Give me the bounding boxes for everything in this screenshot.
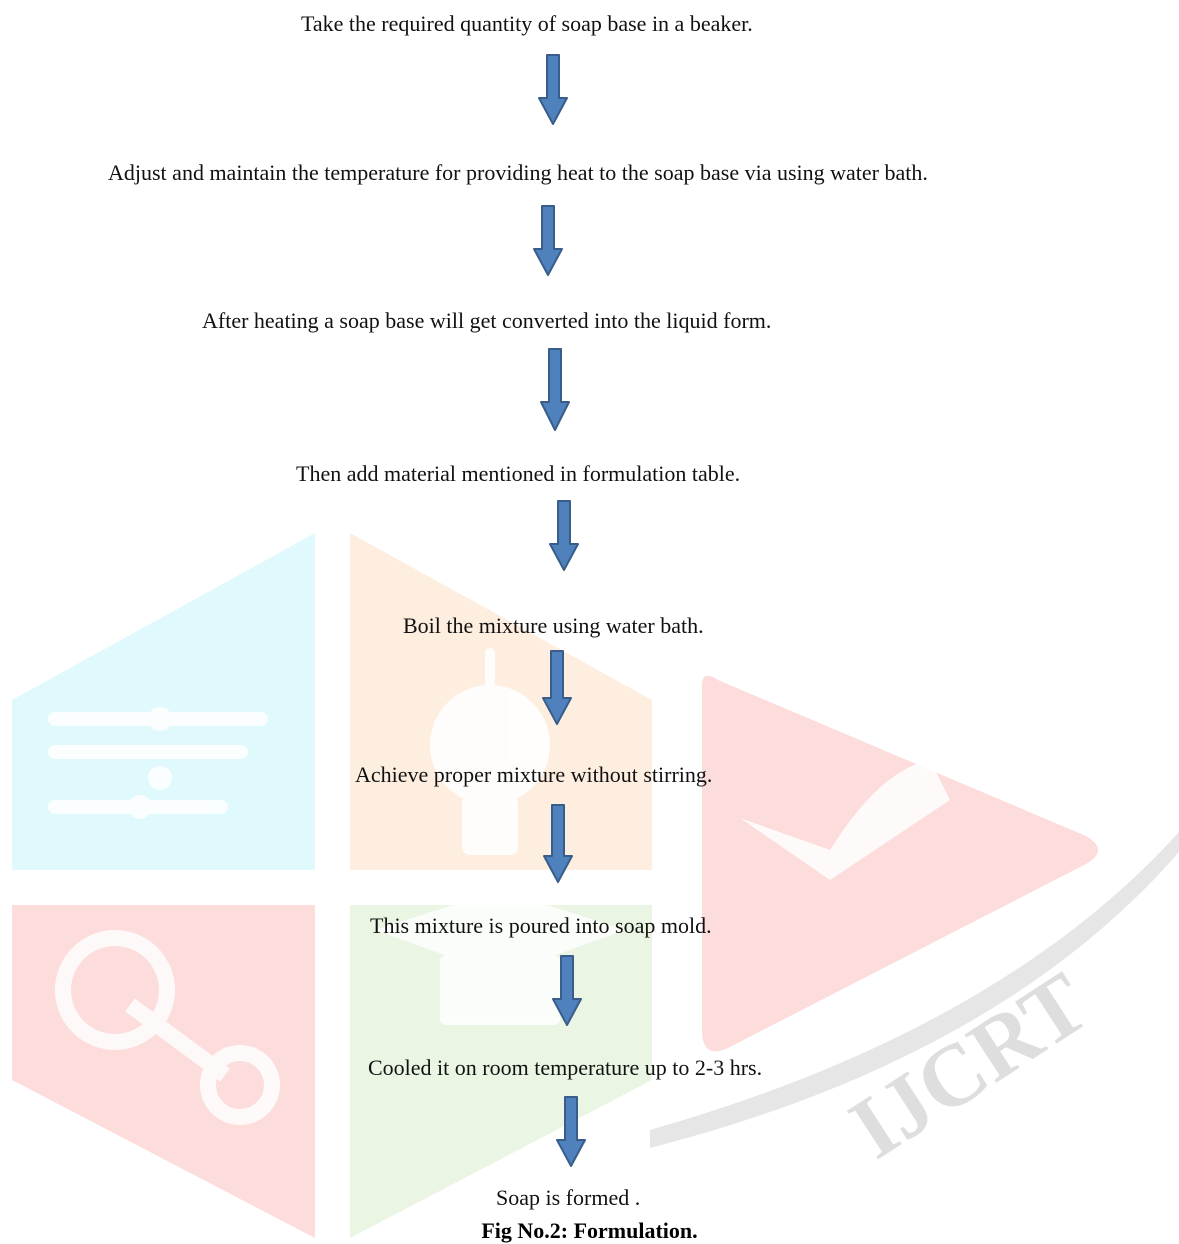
down-arrow-icon bbox=[549, 500, 579, 571]
step-3-text: After heating a soap base will get conve… bbox=[202, 308, 772, 333]
step-5-text: Boil the mixture using water bath. bbox=[403, 613, 704, 638]
watermark-swoosh bbox=[650, 832, 1179, 1148]
step-6-text: Achieve proper mixture without stirring. bbox=[355, 762, 713, 787]
down-arrow-icon bbox=[552, 955, 582, 1026]
watermark-cloud-tile bbox=[12, 533, 315, 870]
down-arrow-icon bbox=[543, 804, 573, 883]
down-arrow-icon bbox=[538, 54, 568, 125]
down-arrow-icon bbox=[540, 348, 570, 431]
figure-caption: Fig No.2: Formulation. bbox=[481, 1218, 698, 1243]
step-2-text: Adjust and maintain the temperature for … bbox=[108, 160, 928, 185]
step-1-text: Take the required quantity of soap base … bbox=[301, 11, 753, 36]
step-4-text: Then add material mentioned in formulati… bbox=[296, 461, 741, 486]
step-8-text: Cooled it on room temperature up to 2-3 … bbox=[368, 1055, 763, 1080]
watermark-play-triangle bbox=[701, 675, 1098, 1052]
watermark-bulb-tile bbox=[350, 533, 652, 870]
step-9-text: Soap is formed . bbox=[496, 1185, 641, 1210]
watermark-gear-tile bbox=[12, 905, 315, 1238]
step-7-text: This mixture is poured into soap mold. bbox=[370, 913, 712, 938]
watermark-cap-tile bbox=[350, 890, 652, 1238]
down-arrow-icon bbox=[533, 205, 563, 276]
down-arrow-icon bbox=[556, 1096, 586, 1167]
down-arrow-icon bbox=[542, 650, 572, 725]
